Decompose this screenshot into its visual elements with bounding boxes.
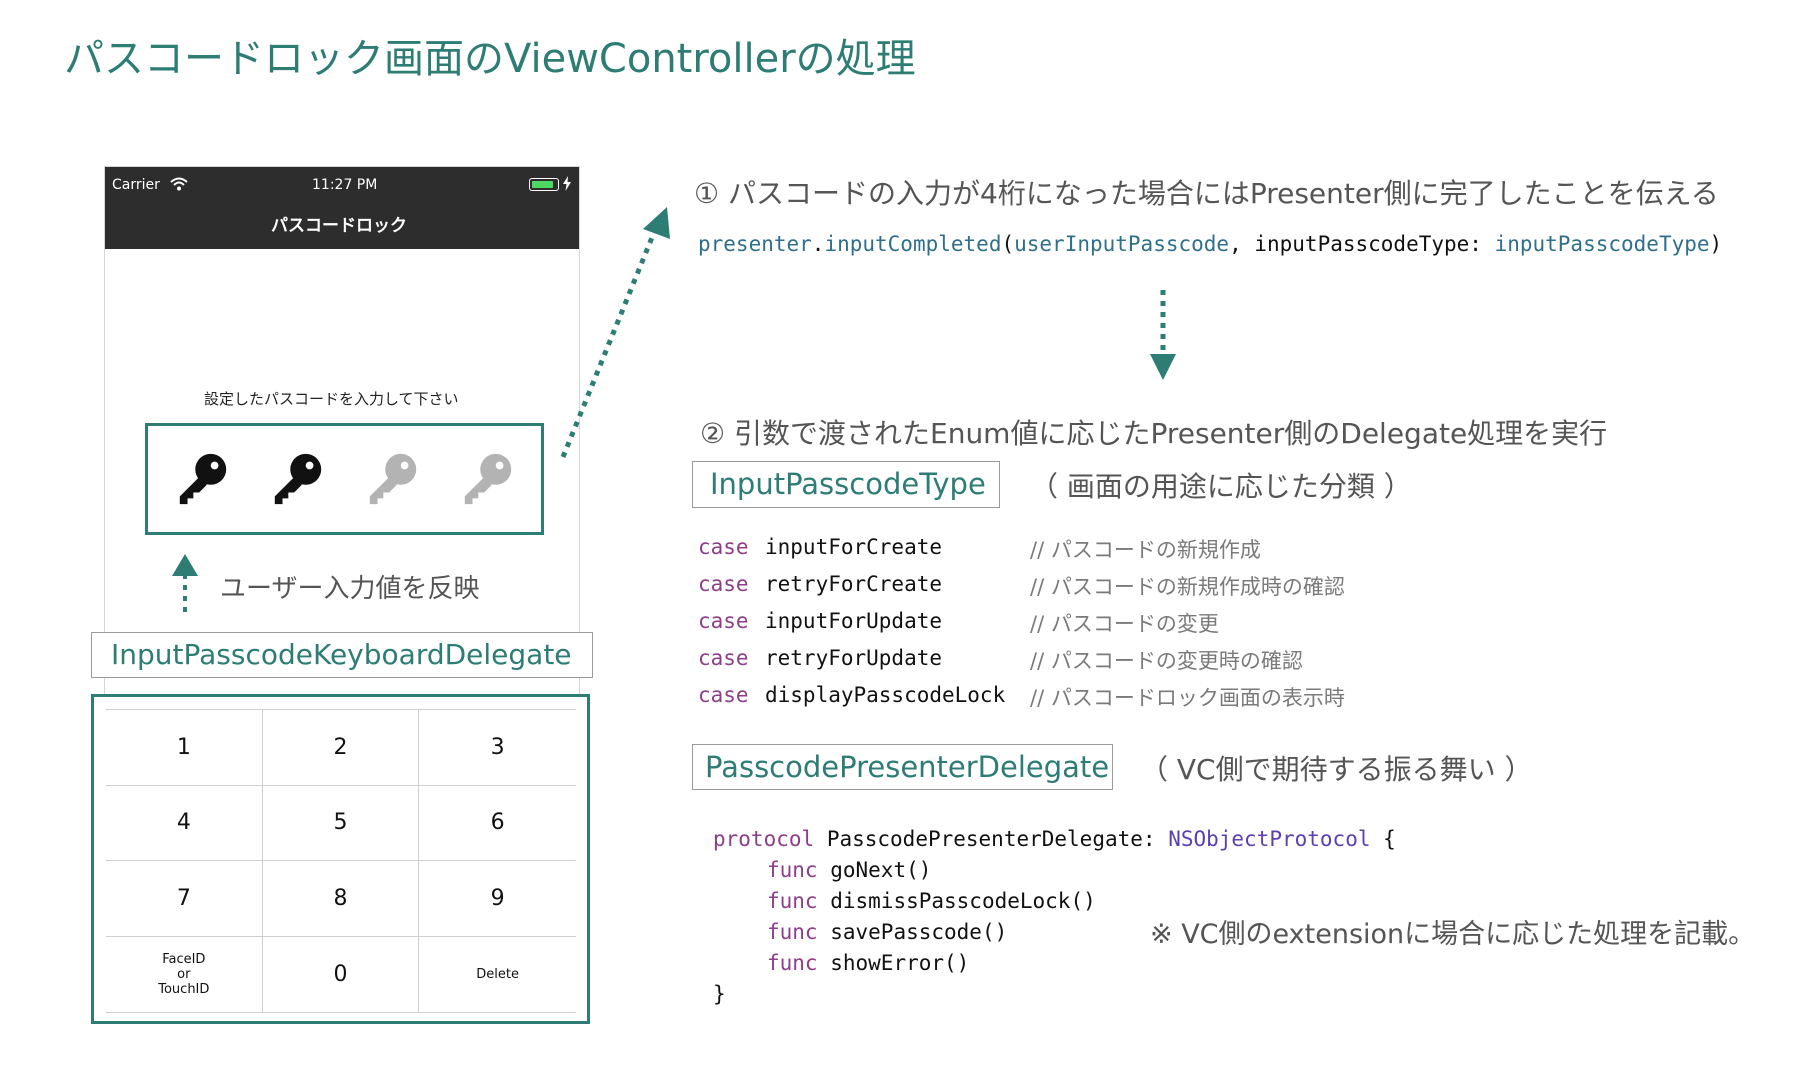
keypad-key-0[interactable]: 0 bbox=[263, 936, 420, 1012]
page-title: パスコードロック画面のViewControllerの処理 bbox=[64, 36, 916, 82]
step1-text: ① パスコードの入力が4桁になった場合にはPresenter側に完了したことを伝… bbox=[694, 177, 1719, 210]
carrier-label: Carrier bbox=[112, 177, 160, 193]
case-keyword: case bbox=[698, 572, 749, 596]
keypad-key-5[interactable]: 5 bbox=[262, 785, 420, 861]
down-arrow bbox=[1150, 290, 1176, 380]
keyboard-delegate-label: InputPasscodeKeyboardDelegate bbox=[91, 632, 593, 678]
code-token: inputPasscodeType bbox=[1494, 232, 1710, 256]
func-line: func showError() bbox=[767, 951, 969, 975]
enum-description: （ 画面の用途に応じた分類 ） bbox=[1030, 470, 1412, 503]
step2-text: ② 引数で渡されたEnum値に応じたPresenter側のDelegate処理を… bbox=[700, 417, 1608, 450]
key-icon bbox=[179, 453, 227, 505]
keypad-key-7[interactable]: 7 bbox=[106, 861, 263, 937]
key-icon bbox=[274, 453, 322, 505]
case-name: inputForCreate bbox=[765, 535, 943, 559]
keypad: 1 2 3 4 5 6 7 8 9 FaceID or TouchID 0 De… bbox=[106, 709, 576, 1013]
case-name: retryForCreate bbox=[765, 572, 943, 596]
battery-icon bbox=[529, 178, 559, 191]
keypad-key-2[interactable]: 2 bbox=[262, 710, 420, 786]
clock-label: 11:27 PM bbox=[312, 177, 378, 193]
passcode-prompt: 設定したパスコードを入力して下さい bbox=[204, 390, 459, 408]
delegate-description: （ VC側で期待する振る舞い ） bbox=[1140, 753, 1533, 786]
nav-title: パスコードロック bbox=[271, 216, 407, 236]
passcode-indicator bbox=[145, 423, 544, 535]
protocol-name: PasscodePresenterDelegate: bbox=[826, 827, 1169, 851]
func-keyword: func bbox=[767, 951, 818, 975]
key-icon bbox=[464, 453, 512, 505]
wifi-icon bbox=[170, 177, 188, 191]
status-bar: Carrier 11:27 PM パスコードロック bbox=[105, 167, 579, 249]
keypad-frame: 1 2 3 4 5 6 7 8 9 FaceID or TouchID 0 De… bbox=[91, 694, 590, 1024]
case-comment: // パスコードの変更 bbox=[1030, 612, 1219, 636]
func-name: savePasscode() bbox=[830, 920, 1008, 944]
keypad-key-3[interactable]: 3 bbox=[419, 710, 576, 786]
case-comment: // パスコードの変更時の確認 bbox=[1030, 649, 1303, 673]
extension-note: ※ VC側のextensionに場合に応じた処理を記載。 bbox=[1150, 919, 1756, 950]
code-token: inputCompleted bbox=[824, 232, 1002, 256]
func-keyword: func bbox=[767, 858, 818, 882]
case-keyword: case bbox=[698, 535, 749, 559]
func-keyword: func bbox=[767, 920, 818, 944]
keypad-key-8[interactable]: 8 bbox=[262, 861, 420, 937]
key-icon bbox=[369, 453, 417, 505]
keypad-key-delete[interactable]: Delete bbox=[476, 966, 520, 982]
protocol-declaration: protocol PasscodePresenterDelegate: NSOb… bbox=[713, 827, 1396, 851]
reflect-arrow bbox=[172, 554, 198, 616]
delegate-protocol-label: PasscodePresenterDelegate bbox=[692, 744, 1113, 790]
case-keyword: case bbox=[698, 646, 749, 670]
code-token: userInputPasscode bbox=[1014, 232, 1230, 256]
func-line: func dismissPasscodeLock() bbox=[767, 889, 1096, 913]
protocol-keyword: protocol bbox=[713, 827, 815, 851]
func-name: dismissPasscodeLock() bbox=[830, 889, 1096, 913]
case-comment: // パスコードの新規作成 bbox=[1030, 538, 1261, 562]
func-name: goNext() bbox=[830, 858, 932, 882]
func-line: func goNext() bbox=[767, 858, 931, 882]
close-brace: } bbox=[713, 982, 726, 1006]
func-line: func savePasscode() bbox=[767, 920, 1007, 944]
case-comment: // パスコードロック画面の表示時 bbox=[1030, 686, 1345, 710]
charging-bolt-icon bbox=[563, 176, 571, 191]
case-comment: // パスコードの新規作成時の確認 bbox=[1030, 575, 1345, 599]
keypad-key-1[interactable]: 1 bbox=[106, 710, 263, 786]
code-token: ) bbox=[1709, 232, 1723, 256]
keypad-key-9[interactable]: 9 bbox=[419, 861, 576, 937]
case-keyword: case bbox=[698, 683, 749, 707]
code-token: . bbox=[811, 232, 825, 256]
keypad-key-6[interactable]: 6 bbox=[419, 786, 576, 861]
step1-code: presenter.inputCompleted(userInputPassco… bbox=[698, 232, 1722, 256]
keypad-key-biometric[interactable]: FaceID or TouchID bbox=[106, 936, 263, 1012]
enum-type-label: InputPasscodeType bbox=[692, 461, 1000, 508]
case-name: displayPasscodeLock bbox=[765, 683, 1006, 707]
func-keyword: func bbox=[767, 889, 818, 913]
code-token: , bbox=[1229, 232, 1255, 256]
reflect-label: ユーザー入力値を反映 bbox=[220, 574, 480, 604]
open-brace: { bbox=[1370, 827, 1396, 851]
diagonal-arrow bbox=[560, 207, 670, 458]
case-keyword: case bbox=[698, 609, 749, 633]
func-name: showError() bbox=[830, 951, 970, 975]
code-token: presenter bbox=[698, 232, 812, 256]
case-name: inputForUpdate bbox=[765, 609, 943, 633]
code-token: inputPasscodeType: bbox=[1254, 232, 1495, 256]
code-token: ( bbox=[1001, 232, 1015, 256]
protocol-type: NSObjectProtocol bbox=[1168, 827, 1371, 851]
keypad-key-4[interactable]: 4 bbox=[106, 785, 263, 861]
case-name: retryForUpdate bbox=[765, 646, 943, 670]
